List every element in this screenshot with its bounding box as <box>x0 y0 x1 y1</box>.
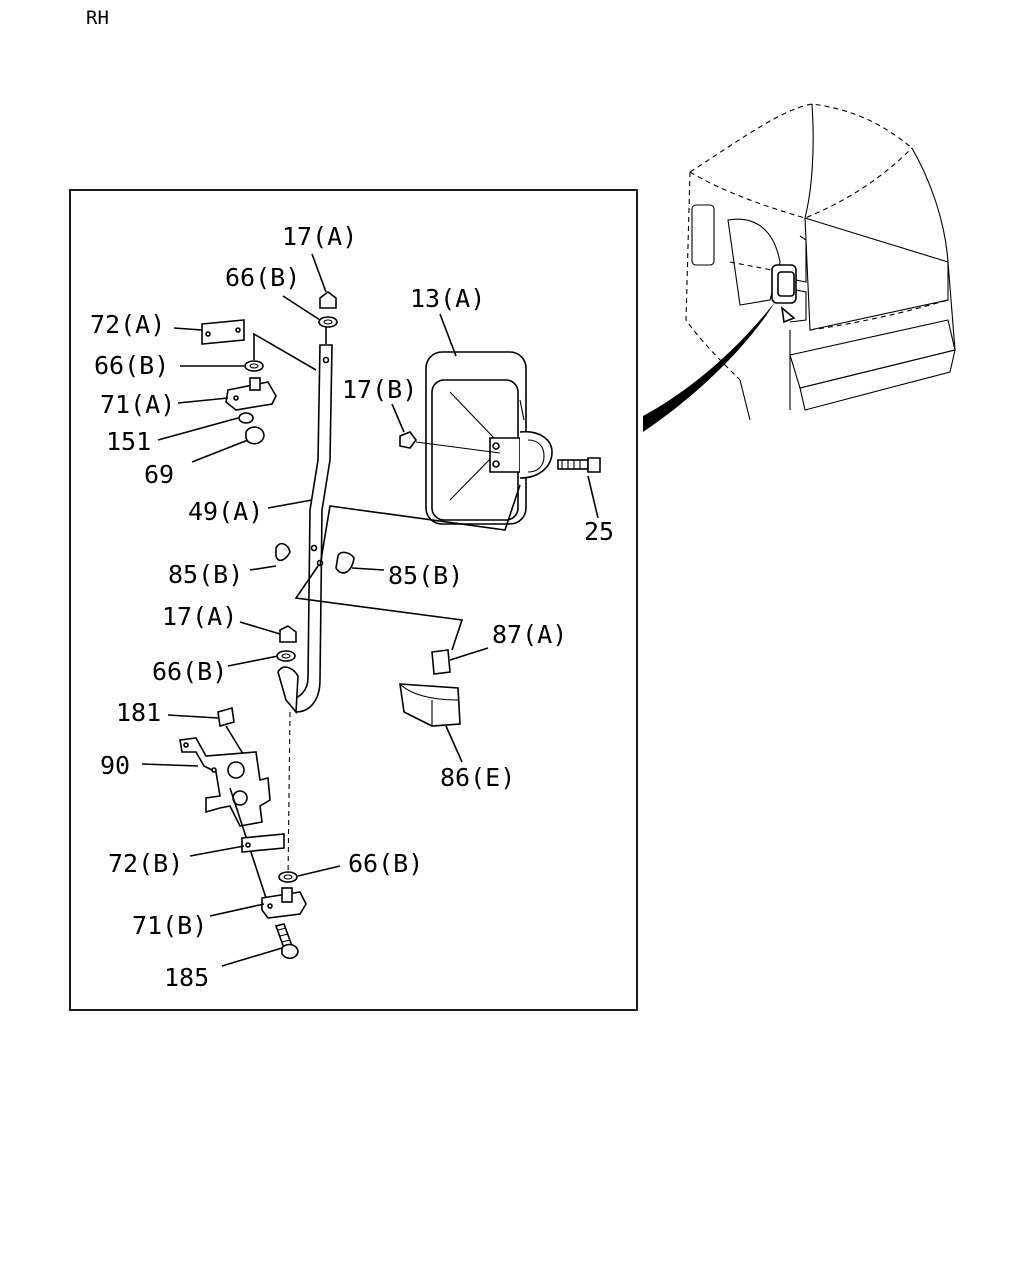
label-13a: 13(A) <box>410 284 485 313</box>
washer-66b-4 <box>278 871 298 883</box>
label-185: 185 <box>164 963 209 992</box>
leader-lines <box>141 253 599 967</box>
side-indicator: RH <box>86 7 109 29</box>
washer-66b-2 <box>244 360 264 372</box>
label-25: 25 <box>584 517 614 546</box>
label-71b: 71(B) <box>132 911 207 940</box>
label-66b-2: 66(B) <box>94 351 169 380</box>
cap-69 <box>245 426 265 445</box>
clip-85b-right <box>335 551 355 574</box>
label-181: 181 <box>116 698 161 727</box>
bolt-25 <box>557 457 601 473</box>
clip-87a <box>431 649 451 675</box>
label-49a: 49(A) <box>188 497 263 526</box>
label-66b-4: 66(B) <box>348 849 423 878</box>
label-66b-1: 66(B) <box>225 263 300 292</box>
label-90: 90 <box>100 751 130 780</box>
label-17a-top: 17(A) <box>282 222 357 251</box>
mirror-stay-49a <box>277 344 333 881</box>
vehicle-illustration <box>643 103 956 432</box>
label-17b: 17(B) <box>342 375 417 404</box>
cap-nut-17a-top <box>319 291 337 309</box>
plate-181 <box>217 706 235 728</box>
nut-17b <box>399 431 501 454</box>
cover-86e <box>399 683 461 727</box>
washer-151 <box>238 412 254 424</box>
plate-72a <box>201 319 245 345</box>
clip-85b-left <box>275 542 291 562</box>
label-151: 151 <box>106 427 151 456</box>
label-85b-right: 85(B) <box>388 561 463 590</box>
parts-group <box>179 291 601 960</box>
bracket-90 <box>179 737 271 827</box>
detail-frame <box>69 189 638 1011</box>
label-85b-left: 85(B) <box>168 560 243 589</box>
label-72b: 72(B) <box>108 849 183 878</box>
label-72a: 72(A) <box>90 310 165 339</box>
plate-72b <box>241 833 285 853</box>
label-17a-mid: 17(A) <box>162 602 237 631</box>
bracket-71a <box>225 377 277 411</box>
label-86e: 86(E) <box>440 763 515 792</box>
washer-66b-3 <box>276 650 296 662</box>
washer-66b-top <box>318 316 338 328</box>
label-66b-3: 66(B) <box>152 657 227 686</box>
bracket-71b <box>261 887 307 919</box>
mirror-head-13a <box>425 351 553 525</box>
bolt-185 <box>274 923 299 960</box>
cap-nut-17a-mid <box>279 625 297 643</box>
label-69: 69 <box>144 460 174 489</box>
label-87a: 87(A) <box>492 620 567 649</box>
label-71a: 71(A) <box>100 390 175 419</box>
